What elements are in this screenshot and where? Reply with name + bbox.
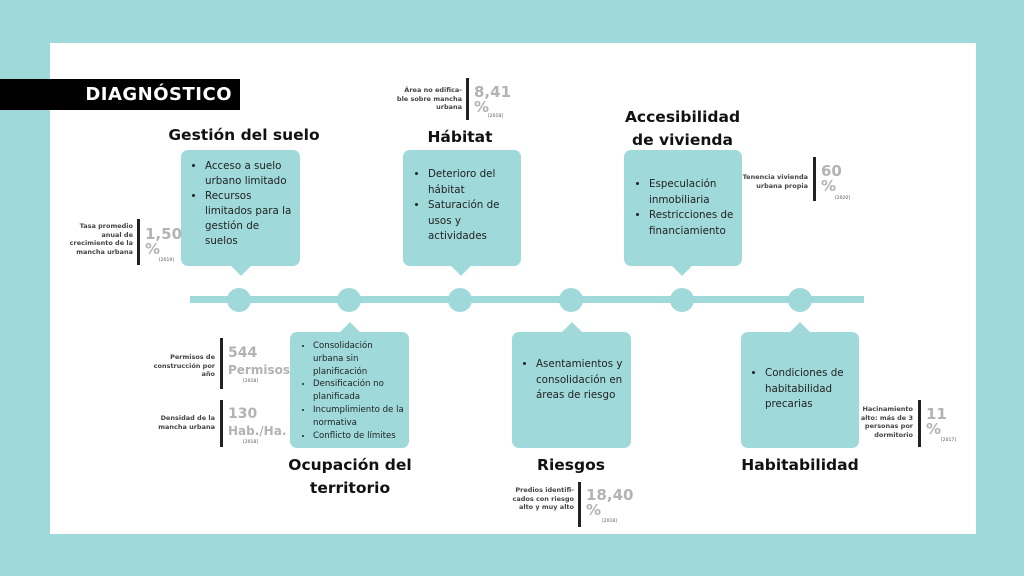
list-item: Deterioro del hábitat bbox=[428, 167, 515, 198]
stat-unit: % bbox=[145, 240, 161, 258]
box-habitabilidad: Condiciones de habitabilidad precarias bbox=[741, 332, 859, 448]
list-item: Consolidación urbana sin planificación bbox=[313, 340, 405, 378]
stat-value: 8,41 bbox=[474, 83, 512, 101]
timeline-node-ocupacion bbox=[337, 288, 361, 312]
stat-unit: % bbox=[474, 98, 490, 116]
section-title-ocupacion-line1: Ocupación del bbox=[288, 456, 412, 474]
stat-value: 544 bbox=[228, 345, 258, 361]
stat-bar bbox=[220, 400, 223, 447]
stat-value: 1,50 bbox=[145, 225, 183, 243]
list-item: Incumplimiento de la normativa bbox=[313, 404, 405, 430]
timeline-node-accesibilidad bbox=[670, 288, 694, 312]
stat-year: [2019] bbox=[159, 258, 174, 263]
section-title-habitat: Hábitat bbox=[427, 128, 493, 146]
stat-bar bbox=[813, 157, 816, 201]
timeline-line bbox=[190, 296, 864, 303]
stat-unit: % bbox=[586, 501, 602, 519]
timeline-node-riesgos bbox=[559, 288, 583, 312]
stat-year: [2020] bbox=[835, 196, 850, 201]
list-item: Condiciones de habitabilidad precarias bbox=[765, 366, 854, 413]
stat-year: [2017] bbox=[941, 438, 956, 443]
list-item: Conflicto de límites bbox=[313, 430, 405, 443]
stat-label: Densidad de la mancha urbana bbox=[158, 414, 215, 431]
list-item: Especulación inmobiliaria bbox=[649, 177, 737, 208]
section-title-gestion: Gestión del suelo bbox=[168, 126, 320, 144]
section-title-riesgos: Riesgos bbox=[537, 456, 605, 474]
stat-unit: % bbox=[926, 420, 942, 438]
stat-value: 130 bbox=[228, 406, 258, 422]
section-title-accesibilidad-line1: Accesibilidad bbox=[624, 108, 741, 126]
stat-bar bbox=[918, 400, 921, 447]
section-title-ocupacion-line2: territorio bbox=[309, 479, 391, 497]
box-ocupacion: Consolidación urbana sin planificación D… bbox=[290, 332, 409, 448]
stat-year: [2018] bbox=[243, 440, 258, 445]
stat-unit: % bbox=[821, 177, 837, 195]
stat-bar bbox=[137, 219, 140, 265]
stat-year: [2018] bbox=[243, 379, 258, 384]
stat-bar bbox=[466, 78, 469, 120]
stat-value: 11 bbox=[926, 405, 947, 423]
stat-bar bbox=[578, 482, 581, 527]
box-riesgos: Asentamientos y consolidación en áreas d… bbox=[512, 332, 631, 448]
stat-label: Predios identifi- cados con riesgo alto … bbox=[512, 486, 574, 511]
list-item: Saturación de usos y actividades bbox=[428, 198, 515, 245]
list-item: Recursos limitados para la gestión de su… bbox=[205, 189, 294, 249]
diagnostico-banner: DIAGNÓSTICO bbox=[0, 79, 240, 110]
box-habitat: Deterioro del hábitat Saturación de usos… bbox=[403, 150, 521, 266]
list-item: Restricciones de financiamiento bbox=[649, 208, 737, 239]
stat-value: 18,40 bbox=[586, 486, 634, 504]
stat-unit: Permisos bbox=[228, 363, 290, 377]
list-item: Densificación no planificada bbox=[313, 378, 405, 404]
stat-unit: Hab./Ha. bbox=[228, 424, 287, 438]
timeline-node-habitat bbox=[448, 288, 472, 312]
section-title-habitabilidad: Habitabilidad bbox=[741, 456, 859, 474]
stat-label: Tasa promedio anual de crecimiento de la… bbox=[69, 222, 133, 256]
stat-label: Área no edifica- ble sobre mancha urbana bbox=[396, 86, 462, 111]
stat-label: Hacinamiento alto: más de 3 personas por… bbox=[860, 405, 913, 439]
timeline-node-gestion bbox=[227, 288, 251, 312]
list-item: Acceso a suelo urbano limitado bbox=[205, 159, 294, 189]
timeline-node-habitabilidad bbox=[788, 288, 812, 312]
diagram-canvas bbox=[50, 43, 976, 534]
box-accesibilidad: Especulación inmobiliaria Restricciones … bbox=[624, 150, 742, 266]
stat-value: 60 bbox=[821, 162, 842, 180]
stat-label: Permisos de construcción por año bbox=[153, 353, 215, 378]
stat-label: Tenencia vivienda urbana propia bbox=[742, 173, 808, 190]
section-title-accesibilidad-line2: de vivienda bbox=[632, 131, 733, 149]
stat-year: [2018] bbox=[602, 519, 617, 524]
stat-year: [2018] bbox=[488, 114, 503, 119]
list-item: Asentamientos y consolidación en áreas d… bbox=[536, 357, 626, 404]
box-gestion: Acceso a suelo urbano limitado Recursos … bbox=[181, 150, 300, 266]
stat-bar bbox=[220, 338, 223, 389]
